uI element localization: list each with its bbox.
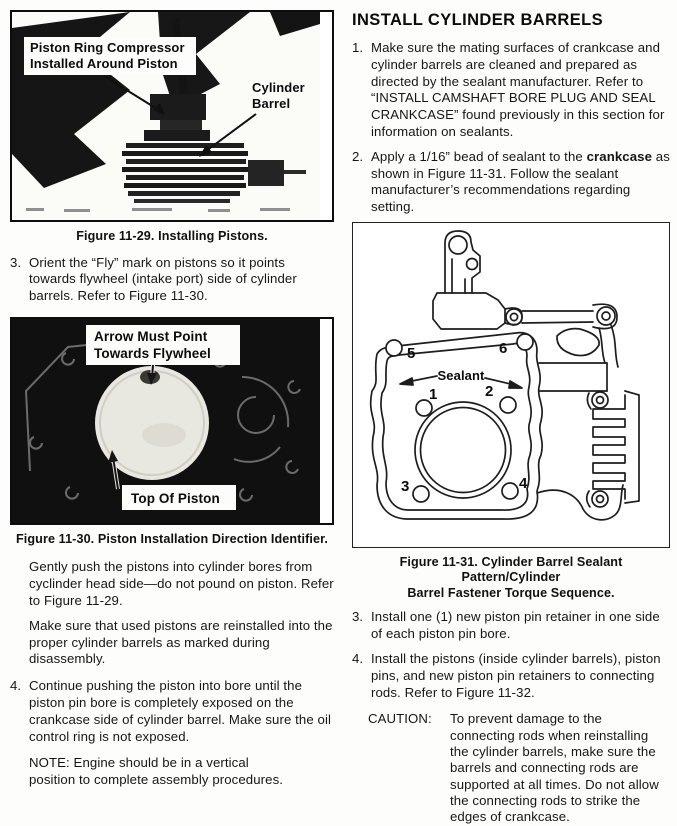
left-column: Piston Ring Compressor Installed Around … [10,10,334,789]
arrow-to-barrel [201,113,257,155]
step-text: Make sure the mating surfaces of crankca… [371,40,665,139]
sealant-bead-outline [380,342,532,511]
barrel-label-box [246,78,312,114]
dark-shape-topright [270,12,320,36]
arrow-to-piston-top [108,449,120,490]
torque-num-1: 1 [429,386,437,403]
step-text-post: as shown in Figure 11-31. Follow the sea… [371,148,670,215]
step-text: Orient the “Fly” mark on pistons so it p… [29,254,297,304]
step-number: 1. [352,40,364,55]
barrel-stud [284,170,306,174]
arrow-to-compressor [103,75,163,113]
left-step-3: 3. Orient the “Fly” mark on pistons so i… [10,255,334,305]
step-text-bold-crankcase: crankcase [586,148,653,164]
step-text: Apply a 1/16” bead of sealant to the cra… [371,149,670,216]
piston-direction-photo: Arrow Must Point Towards Flywheel Top Of… [12,318,320,523]
sealant-pattern-drawing: 1 2 3 4 5 6 Sealant [353,222,665,547]
figure-11-31-drawing: 1 2 3 4 5 6 Sealant [352,221,670,548]
step-number: 4. [352,651,364,667]
note-text: NOTE: Engine should be in a vertical pos… [29,755,284,788]
barrel-label-line2: Barrel [252,96,290,111]
torque-num-3: 3 [401,478,409,495]
cylinder-bore-inner [419,406,507,494]
arrowhead-compressor [153,103,165,115]
left-paragraph-reinstall: Make sure that used pistons are reinstal… [29,617,333,667]
compressor-label-box [24,37,196,75]
bottom-outline [536,484,624,521]
figure-11-29-photo: Piston Ring Compressor Installed Around … [10,10,334,222]
section-heading: INSTALL CYLINDER BARRELS [352,11,603,29]
piston-body [160,120,202,130]
barrel-label-line1: Cylinder [252,80,305,95]
figure-11-31-caption-line1: Figure 11-31. Cylinder Barrel Sealant Pa… [399,554,623,585]
installing-pistons-photo: Piston Ring Compressor Installed Around … [12,12,320,220]
arrow-to-fly-mark [147,364,157,385]
right-arm [521,303,618,330]
compressor-label-line2: Installed Around Piston [30,56,178,71]
left-step-4: 4. Continue pushing the piston into bore… [10,678,334,745]
step-text-pre: Apply a 1/16” bead of sealant to the [371,148,587,164]
step-text: Continue pushing the piston into bore un… [29,678,332,744]
arrow-label-box [86,324,240,365]
step-number: 2. [352,148,364,164]
left-paragraph-push: Gently push the pistons into cylinder bo… [29,559,334,608]
torque-num-6: 6 [499,340,507,357]
right-step-2: 2. Apply a 1/16” bead of sealant to the … [352,149,670,216]
piston-label: Top Of Piston [131,491,220,506]
cooling-fins [585,390,640,508]
piston-shading [142,422,186,447]
right-step-3: 3. Install one (1) new piston pin retain… [352,609,670,643]
top-mount-tower [444,230,481,294]
torque-num-4: 4 [519,475,528,492]
arrow-label-line1: Arrow Must Point [94,329,208,344]
sealant-label: Sealant [438,368,486,383]
figure-11-31-caption: Figure 11-31. Cylinder Barrel Sealant Pa… [352,555,670,602]
shoulder-block [432,292,523,330]
diamond-opening [556,327,600,357]
figure-11-31-caption-line2: Barrel Fastener Torque Sequence. [407,585,615,600]
scan-noise [26,208,290,212]
torque-num-2: 2 [485,383,493,400]
caution-text: To prevent damage to the connecting rods… [450,711,659,825]
piston-label-box [122,484,236,510]
gasket-outer-outline [369,331,543,520]
step-text: Install the pistons (inside cylinder bar… [371,651,661,700]
step-number: 3. [352,609,364,625]
caution-label: CAUTION: [368,711,432,727]
step-number: 4. [10,678,22,694]
right-pocket [538,324,619,392]
step-text: Install one (1) new piston pin retainer … [371,609,660,642]
arrowhead-barrel [199,145,212,157]
piston-skirt [144,130,210,141]
figure-11-30-caption: Figure 11-30. Piston Installation Direct… [15,531,328,546]
step-number: 3. [10,254,22,270]
caution-block: CAUTION: To prevent damage to the connec… [368,711,670,825]
cylinder-bore-outer [414,401,512,499]
barrel-boss [248,160,284,186]
cylinder-barrel-fins [122,143,248,203]
bolt-holes [385,333,534,503]
right-column: INSTALL CYLINDER BARRELS 1. Make sure th… [352,10,670,826]
arrow-label-line2: Towards Flywheel [94,346,211,361]
compressor-label-line1: Piston Ring Compressor [30,40,185,55]
figure-11-30-photo: Arrow Must Point Towards Flywheel Top Of… [10,316,334,525]
torque-num-5: 5 [407,345,415,362]
piston-top [95,365,209,480]
right-step-1: 1. Make sure the mating surfaces of cran… [352,40,670,141]
sealant-arrows [399,375,523,389]
figure-11-29-caption: Figure 11-29. Installing Pistons. [76,229,268,243]
right-step-4: 4. Install the pistons (inside cylinder … [352,651,670,701]
